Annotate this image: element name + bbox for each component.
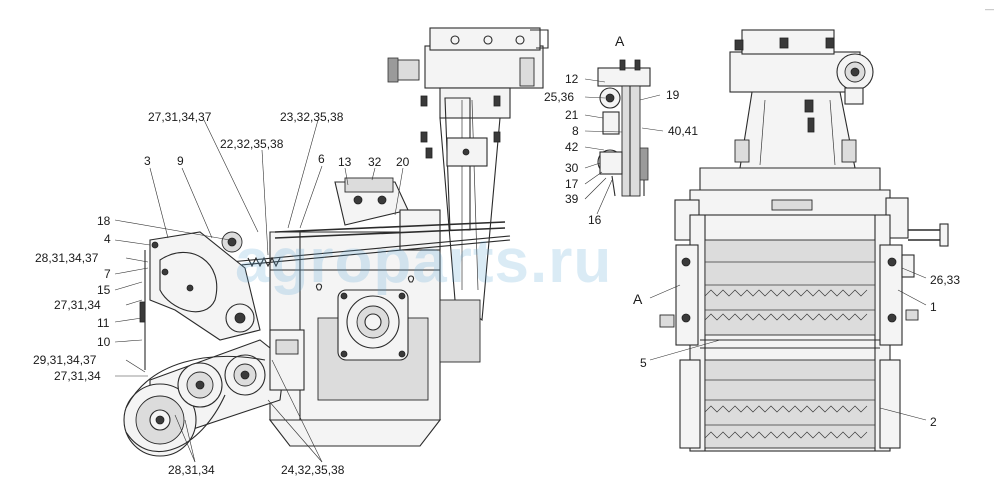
callout-label: 39 [565, 192, 579, 206]
callout-label: 3 [144, 154, 151, 168]
leader-lines-detail [584, 78, 664, 215]
callout-label: 27,31,34,37 [148, 110, 212, 124]
tensioner-arm-plate [139, 231, 261, 370]
callout-label: 26,33 [930, 273, 960, 287]
callout-label: 12 [565, 72, 579, 86]
callout-label: 10 [97, 335, 111, 349]
callout-label: 25,36 [544, 90, 574, 104]
bearing-flange [337, 289, 409, 361]
callout-label: 2 [930, 415, 937, 429]
callout-label: 4 [104, 232, 111, 246]
corner-mark: — [985, 4, 994, 14]
watermark: agroparts.ru [235, 227, 612, 296]
leader-lines-left [114, 119, 404, 463]
callout-label: 27,31,34 [54, 298, 101, 312]
callout-label: 7 [104, 267, 111, 281]
upper-tower [387, 27, 549, 322]
callouts-left: 27,31,34,37 23,32,35,38 22,32,35,38 3 9 … [33, 110, 410, 477]
callouts-detail: 12 25,36 19 21 8 40,41 42 30 17 39 16 [544, 72, 698, 227]
callout-label: 18 [97, 214, 111, 228]
callout-label: 32 [368, 155, 382, 169]
leader-lines-right [649, 267, 927, 421]
callout-label: 15 [97, 283, 111, 297]
upper-roller [704, 239, 876, 336]
callout-label: 6 [318, 152, 325, 166]
tower-bolts [420, 95, 501, 159]
side-view-assembly: 27,31,34,37 23,32,35,38 22,32,35,38 3 9 … [33, 27, 549, 477]
callout-label: 8 [572, 124, 579, 138]
callout-label: 20 [396, 155, 410, 169]
callout-label: 22,32,35,38 [220, 137, 284, 151]
detail-view-a: A 12 25,36 19 [544, 33, 698, 227]
main-housing [268, 231, 481, 447]
callout-label: 24,32,35,38 [281, 463, 345, 477]
top-gearbox [729, 29, 874, 105]
callout-label: 40,41 [668, 124, 698, 138]
callout-label: 19 [666, 88, 680, 102]
callout-label: 11 [97, 316, 110, 330]
callout-label: 27,31,34 [54, 369, 101, 383]
lower-belt-drive [123, 329, 305, 457]
callout-label: 1 [930, 300, 937, 314]
top-mechanism [274, 177, 506, 251]
front-view-assembly: 26,33 1 A 5 2 [633, 29, 960, 452]
callout-label: 5 [640, 356, 647, 370]
callout-label: 23,32,35,38 [280, 110, 344, 124]
callout-label: 30 [565, 161, 579, 175]
view-label: A [615, 33, 625, 49]
callout-label: 42 [565, 140, 579, 154]
lower-roller [704, 359, 876, 449]
callout-label: 17 [565, 177, 579, 191]
callout-label: 28,31,34 [168, 463, 215, 477]
callout-label: 21 [565, 108, 579, 122]
callout-label: 28,31,34,37 [35, 251, 99, 265]
tension-spring-rod [229, 235, 511, 268]
callouts-right: 26,33 1 A 5 2 [633, 273, 960, 429]
callout-label: 29,31,34,37 [33, 353, 97, 367]
callout-label: 13 [338, 155, 352, 169]
callout-label: A [633, 291, 643, 307]
callout-label: 16 [588, 213, 602, 227]
callout-label: 9 [177, 154, 184, 168]
